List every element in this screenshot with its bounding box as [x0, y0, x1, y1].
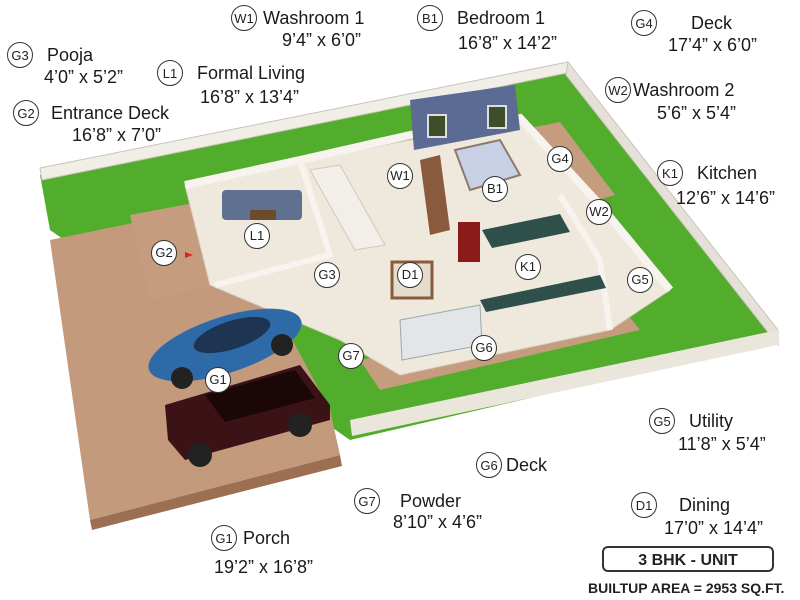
- entrance-arrow: [185, 252, 193, 258]
- legend-b1-dims: 16’8” x 14’2”: [458, 33, 558, 53]
- legend-g4-name: Deck: [691, 12, 733, 33]
- legend-g7-name: Powder: [400, 490, 462, 511]
- tag-w2: W2: [586, 199, 612, 225]
- legend-w2-dims: 5’6” x 5’4”: [657, 103, 737, 123]
- legend-g5-dims: 11’8” x 5’4”: [678, 434, 766, 454]
- legend-d1-dims: 17’0” x 14’4”: [664, 518, 764, 538]
- house-walls-inner: [214, 159, 334, 288]
- legend-k1: K1 Kitchen: [657, 160, 757, 186]
- legend-b1-badge: B1: [417, 5, 443, 31]
- legend-g7-badge: G7: [354, 488, 380, 514]
- sofa-set: [222, 190, 302, 220]
- tag-k1: K1: [515, 254, 541, 280]
- tag-b1: B1: [482, 176, 508, 202]
- legend-l1-badge: L1: [157, 60, 183, 86]
- fridge: [458, 222, 480, 262]
- legend-d1-name: Dining: [679, 494, 731, 515]
- tag-g3: G3: [314, 262, 340, 288]
- legend-g1: G1 Porch: [211, 525, 290, 551]
- porch-edge: [90, 455, 342, 530]
- builtup-area: BUILTUP AREA = 2953 SQ.FT.: [588, 580, 785, 596]
- legend-g6-name: Deck: [506, 454, 548, 475]
- legend-g2-dims: 16’8” x 7’0”: [72, 125, 162, 145]
- legend-g5: G5 Utility: [649, 408, 733, 434]
- legend-g3: G3 Pooja: [7, 42, 93, 68]
- tag-g5: G5: [627, 267, 653, 293]
- legend-b1: B1 Bedroom 1: [417, 5, 545, 31]
- legend-g1-dims: 19’2” x 16’8”: [214, 557, 314, 577]
- legend-g4-dims: 17’4” x 6’0”: [668, 35, 758, 55]
- legend-g2: G2 Entrance Deck: [13, 100, 169, 126]
- legend-g4-badge: G4: [631, 10, 657, 36]
- legend-w1-dims: 9’4” x 6’0”: [282, 30, 362, 50]
- legend-g2-badge: G2: [13, 100, 39, 126]
- tag-g7: G7: [338, 343, 364, 369]
- legend-w1: W1 Washroom 1: [231, 5, 364, 31]
- legend-g1-badge: G1: [211, 525, 237, 551]
- legend-g3-name: Pooja: [47, 44, 94, 65]
- legend-g7-dims: 8’10” x 4’6”: [393, 512, 483, 532]
- legend-g1-name: Porch: [243, 527, 291, 548]
- bedroom-window-left: [427, 114, 447, 138]
- legend-g5-name: Utility: [689, 410, 733, 431]
- legend-d1: D1 Dining: [631, 492, 730, 518]
- car-maroon: [165, 365, 330, 467]
- legend-l1-dims: 16’8” x 13’4”: [200, 87, 300, 107]
- legend-g2-name: Entrance Deck: [51, 102, 170, 123]
- tag-d1: D1: [397, 262, 423, 288]
- kitchen-counter-2: [480, 275, 606, 312]
- staircase: [309, 164, 386, 251]
- legend-b1-name: Bedroom 1: [457, 7, 546, 28]
- tag-l1: L1: [244, 223, 270, 249]
- legend-g4: G4 Deck: [631, 10, 732, 36]
- legend-l1: L1 Formal Living: [157, 60, 305, 86]
- legend-k1-badge: K1: [657, 160, 683, 186]
- legend-w2-badge: W2: [605, 77, 631, 103]
- kitchen-counter: [482, 214, 570, 248]
- kitchen-wall: [557, 193, 613, 331]
- coffee-table: [250, 210, 276, 220]
- legend-w2-name: Washroom 2: [633, 79, 735, 100]
- tag-w1: W1: [387, 163, 413, 189]
- unit-label: 3 BHK - UNIT: [602, 546, 774, 572]
- bed: [453, 138, 522, 192]
- wardrobe: [420, 155, 450, 235]
- legend-g5-badge: G5: [649, 408, 675, 434]
- legend-d1-badge: D1: [631, 492, 657, 518]
- tag-g1: G1: [205, 367, 231, 393]
- tag-g2: G2: [151, 240, 177, 266]
- car-blue: [148, 308, 302, 389]
- legend-w1-name: Washroom 1: [263, 7, 365, 28]
- legend-w1-badge: W1: [231, 5, 257, 31]
- legend-g3-badge: G3: [7, 42, 33, 68]
- tag-g6: G6: [471, 335, 497, 361]
- legend-k1-name: Kitchen: [697, 162, 758, 183]
- legend-l1-name: Formal Living: [197, 62, 306, 83]
- legend-g7: G7 Powder: [354, 488, 461, 514]
- legend-g3-dims: 4’0” x 5’2”: [44, 67, 124, 87]
- boundary-wall-front: [350, 330, 778, 436]
- legend-g6-badge: G6: [476, 452, 502, 478]
- tag-g4: G4: [547, 146, 573, 172]
- legend-k1-dims: 12’6” x 14’6”: [676, 188, 776, 208]
- bedroom-window-right: [487, 105, 507, 129]
